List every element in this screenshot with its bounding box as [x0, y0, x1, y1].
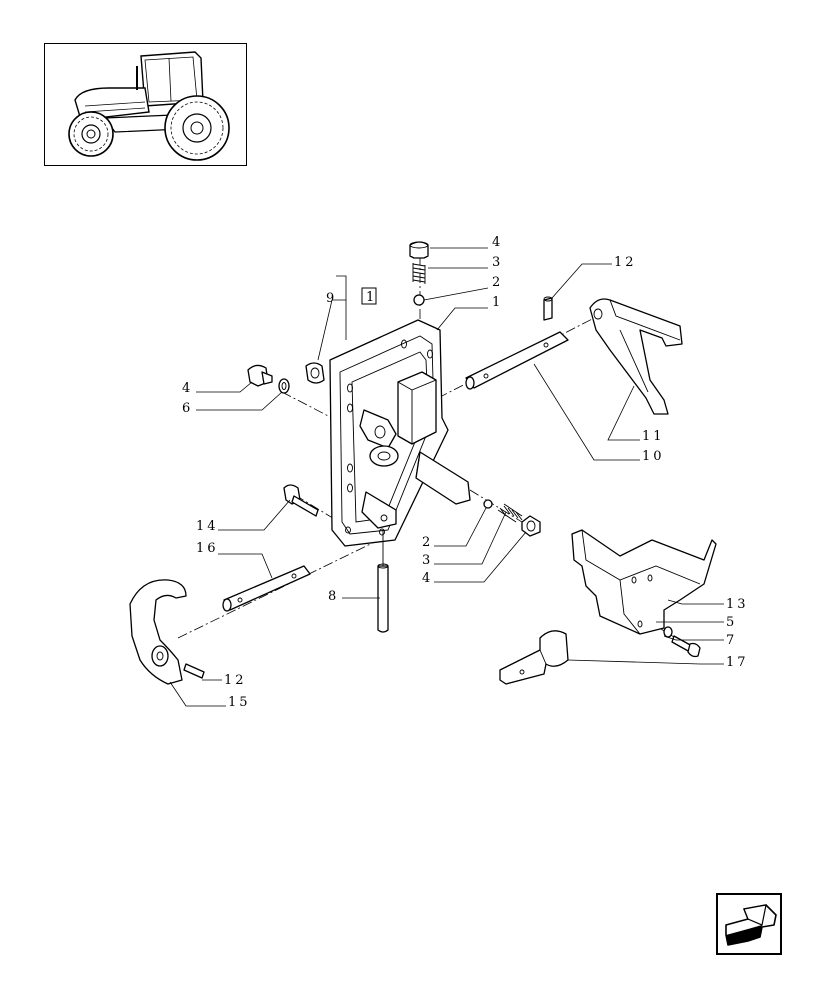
callout-6-left: 6	[182, 401, 193, 416]
vertical-pin	[377, 530, 389, 633]
callout-13: 13	[726, 597, 749, 612]
lower-shift-fork	[129, 579, 187, 685]
reference-box-label: 1	[366, 290, 377, 305]
callout-14: 14	[196, 519, 219, 534]
top-detent-spring	[412, 263, 426, 284]
callout-15: 15	[228, 695, 251, 710]
reference-box	[361, 287, 377, 305]
callout-11: 11	[642, 429, 665, 444]
bracket-washer	[663, 626, 673, 638]
callout-7: 7	[726, 633, 737, 648]
upper-roll-pin	[543, 296, 553, 321]
top-detent-ball	[413, 294, 425, 306]
mid-detent-spring	[497, 503, 523, 523]
upper-shift-fork	[589, 298, 683, 415]
clip	[499, 630, 569, 685]
top-detent-plug	[409, 241, 429, 259]
bushing	[305, 362, 325, 384]
bracket-bolt	[671, 635, 701, 658]
callout-4-top: 4	[492, 235, 503, 250]
callout-2-top: 2	[492, 275, 503, 290]
lower-roll-pin	[183, 663, 205, 679]
callout-17: 17	[726, 655, 749, 670]
callout-9: 9	[326, 291, 337, 306]
callout-12-bottom: 12	[224, 673, 247, 688]
callout-3-mid: 3	[422, 553, 433, 568]
callout-1-top: 1	[492, 295, 503, 310]
previous-page-button[interactable]	[716, 893, 782, 955]
callout-10: 10	[642, 449, 665, 464]
arrow-icon	[725, 904, 777, 946]
left-plug	[247, 364, 273, 387]
tractor-thumbnail	[44, 43, 247, 166]
mid-detent-plug	[521, 515, 541, 537]
tractor-icon	[68, 51, 230, 161]
callout-2-mid: 2	[422, 535, 433, 550]
callout-16: 16	[196, 541, 219, 556]
left-bolt	[283, 484, 319, 517]
mid-detent-ball	[483, 499, 493, 509]
callout-3-top: 3	[492, 255, 503, 270]
callout-8: 8	[328, 589, 339, 604]
callout-12-top: 12	[614, 255, 637, 270]
callout-4-left: 4	[182, 381, 193, 396]
upper-shift-rod	[465, 331, 569, 390]
bracket	[571, 529, 717, 635]
lower-shift-rod	[222, 565, 311, 612]
callout-4-mid: 4	[422, 571, 433, 586]
callout-5: 5	[726, 615, 737, 630]
selector-plate	[329, 319, 471, 547]
left-washer	[278, 378, 290, 394]
